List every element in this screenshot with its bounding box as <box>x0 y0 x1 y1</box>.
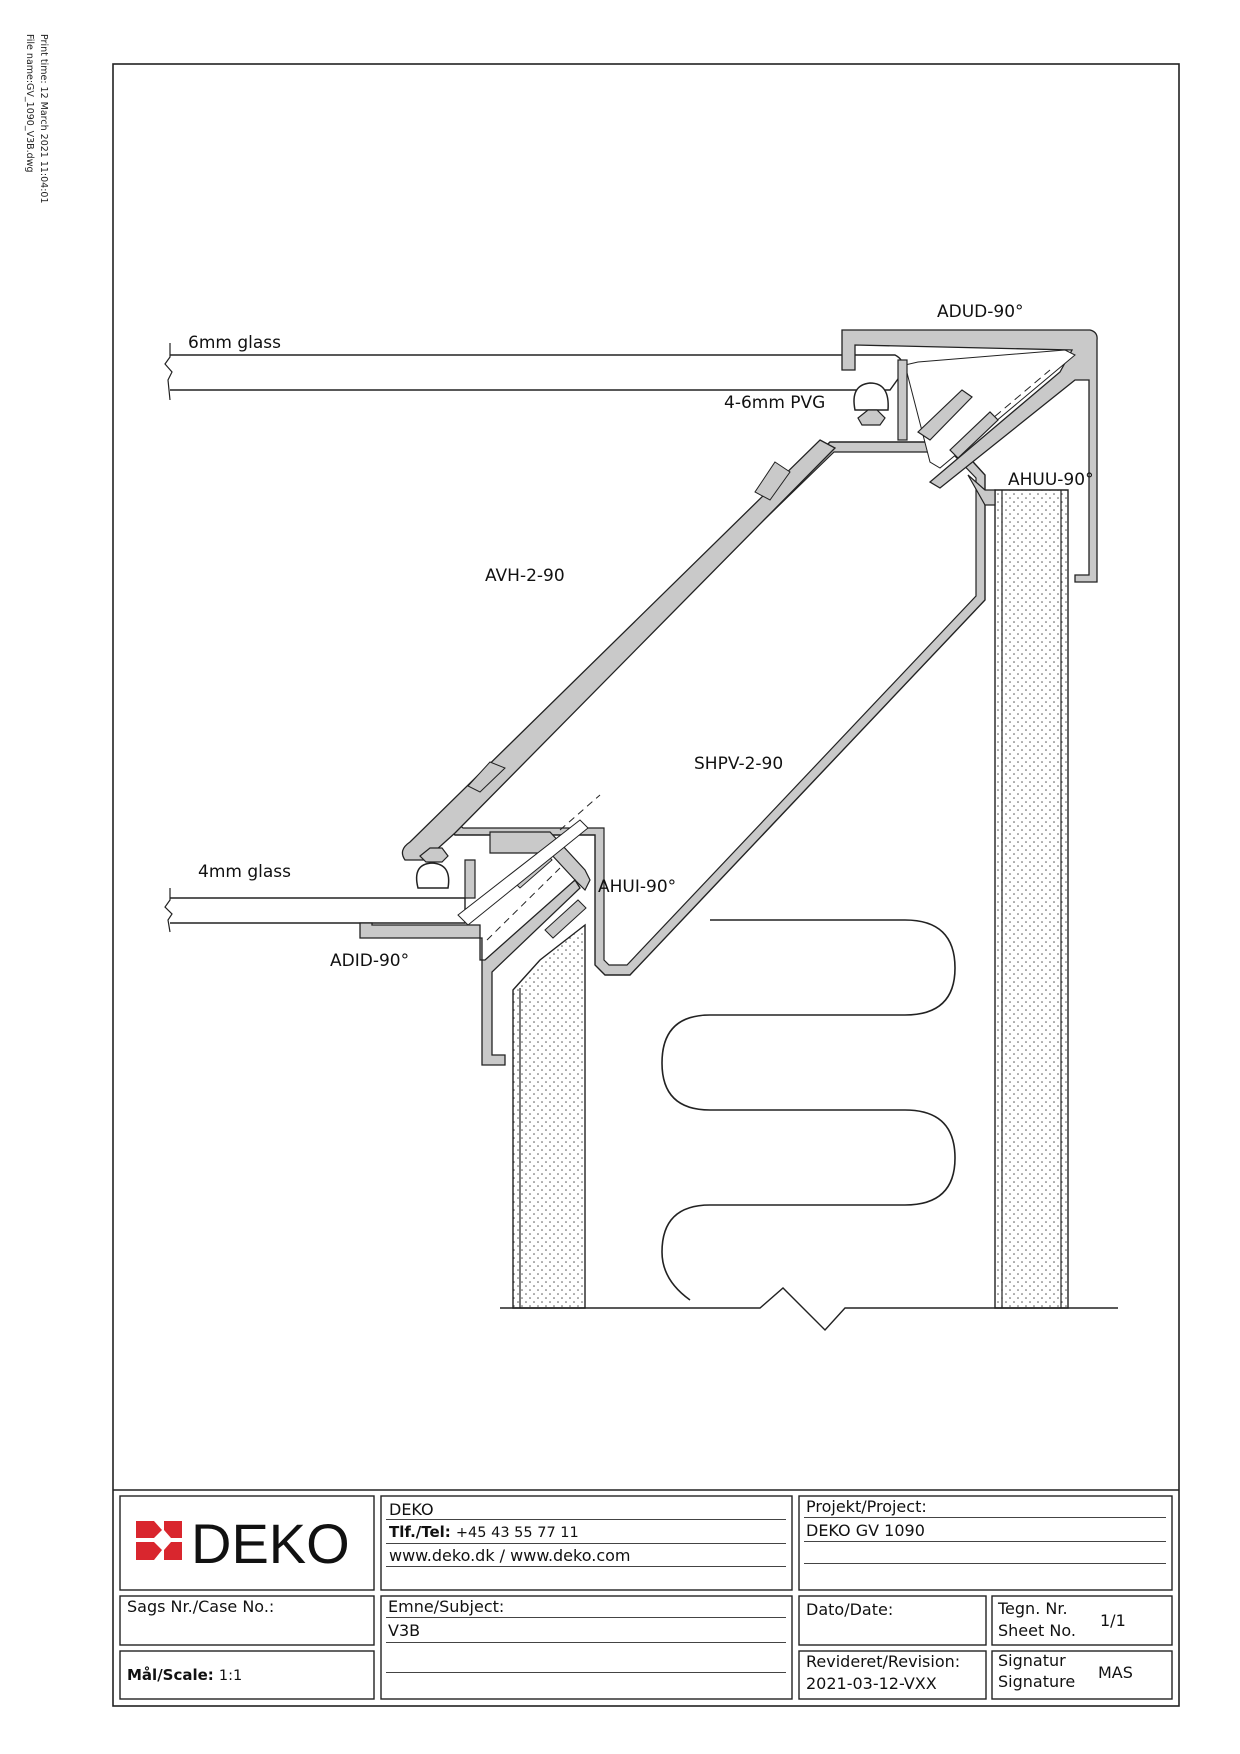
divider <box>386 1672 786 1673</box>
label-glass-bottom: 4mm glass <box>198 862 291 882</box>
sheet-label-1: Tegn. Nr. <box>998 1599 1068 1618</box>
adid-profile <box>359 819 589 1066</box>
top-gasket <box>853 359 908 441</box>
scale-field: Mål/Scale: 1:1 <box>127 1665 242 1684</box>
date-label: Dato/Date: <box>806 1600 894 1619</box>
label-shpv: SHPV-2-90 <box>694 754 783 774</box>
sheet-value: 1/1 <box>1100 1611 1126 1630</box>
company-tel: Tlf./Tel: +45 43 55 77 11 <box>389 1522 579 1541</box>
signature-value: MAS <box>1098 1663 1133 1682</box>
scale-value: 1:1 <box>218 1668 243 1684</box>
divider <box>386 1519 786 1520</box>
signature-label-2: Signature <box>998 1672 1076 1691</box>
case-label: Sags Nr./Case No.: <box>127 1597 275 1616</box>
label-adud: ADUD-90° <box>937 302 1024 322</box>
label-ahui: AHUI-90° <box>598 877 676 897</box>
divider <box>386 1617 786 1618</box>
ground-break-line <box>500 1287 1118 1332</box>
sheet-border <box>112 63 1180 1707</box>
print-metadata: Print time: 12 March 2021 11:04:01 File … <box>22 34 50 204</box>
shpv-profile <box>447 441 986 976</box>
left-wall-panel <box>512 923 586 1309</box>
right-wall-panel <box>994 489 1069 1309</box>
tel-label: Tlf./Tel: <box>389 1523 451 1541</box>
ahuu-profile <box>917 389 999 506</box>
subject-label: Emne/Subject: <box>388 1597 505 1616</box>
tel-value: +45 43 55 77 11 <box>455 1525 579 1541</box>
label-ahuu: AHUU-90° <box>1008 470 1094 490</box>
company-name: DEKO <box>389 1500 434 1519</box>
file-name: File name:GV_1090_V3B.dwg <box>24 34 35 173</box>
divider <box>386 1642 786 1643</box>
signature-label-1: Signatur <box>998 1651 1066 1670</box>
project-value: DEKO GV 1090 <box>806 1521 925 1540</box>
deko-logo-mark <box>136 1521 182 1560</box>
label-glass-top: 6mm glass <box>188 333 281 353</box>
serpentine-insulation <box>661 919 956 1301</box>
divider <box>386 1566 786 1567</box>
divider <box>804 1517 1166 1518</box>
subject-value: V3B <box>388 1621 421 1640</box>
divider <box>386 1543 786 1544</box>
avh-profile <box>401 439 837 861</box>
company-web: www.deko.dk / www.deko.com <box>389 1546 631 1565</box>
label-avh: AVH-2-90 <box>485 566 565 586</box>
divider <box>804 1563 1166 1564</box>
label-adid: ADID-90° <box>330 951 409 971</box>
title-block-frame <box>113 1489 1179 1700</box>
print-time: Print time: 12 March 2021 11:04:01 <box>38 34 49 204</box>
project-label: Projekt/Project: <box>806 1497 927 1516</box>
sheet-label-2: Sheet No. <box>998 1621 1076 1640</box>
scale-label: Mål/Scale: <box>127 1666 214 1684</box>
divider <box>804 1541 1166 1542</box>
bottom-gasket <box>415 847 450 889</box>
deko-logo-text: DEKO <box>191 1512 350 1575</box>
label-pvg: 4-6mm PVG <box>724 393 825 413</box>
revision-value: 2021-03-12-VXX <box>806 1674 937 1693</box>
revision-label: Revideret/Revision: <box>806 1652 961 1671</box>
